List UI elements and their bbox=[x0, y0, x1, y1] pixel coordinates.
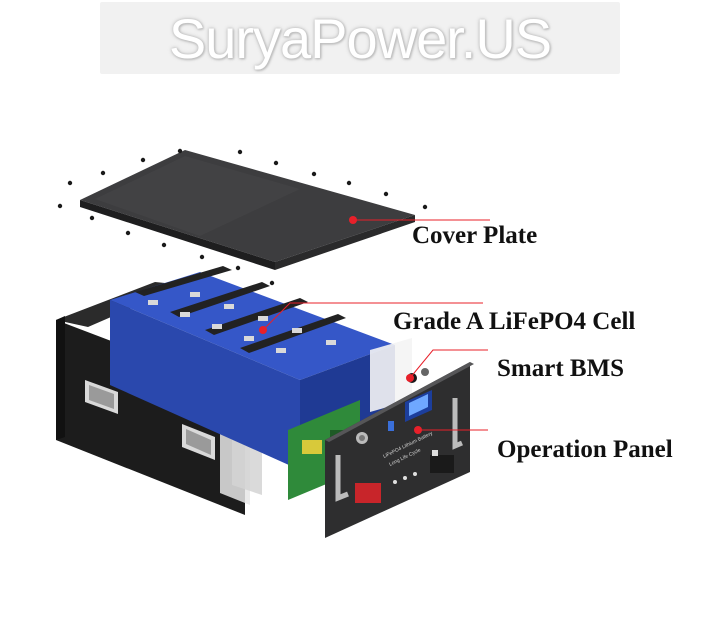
callout-dot-cell bbox=[259, 326, 267, 334]
cell-front bbox=[110, 300, 300, 470]
callout-cell: Grade A LiFePO4 Cell bbox=[393, 308, 636, 335]
panel-terminal-negative bbox=[430, 455, 454, 473]
terminal bbox=[326, 340, 336, 345]
screw bbox=[199, 254, 205, 260]
cell-divider bbox=[240, 314, 346, 353]
watermark-text: SuryaPower.US bbox=[168, 7, 552, 70]
cell-stack bbox=[110, 266, 412, 505]
callout-dot-cover-plate bbox=[349, 216, 357, 224]
cover-screws bbox=[57, 148, 428, 286]
panel-terminal-pin bbox=[432, 450, 438, 456]
panel-power-button-center bbox=[359, 435, 365, 441]
case-front-face bbox=[56, 320, 245, 515]
terminal bbox=[292, 328, 302, 333]
cell-divider bbox=[170, 282, 270, 317]
screw bbox=[311, 171, 317, 177]
panel-top-edge bbox=[325, 362, 474, 442]
panel-handle-left bbox=[335, 455, 349, 502]
terminal bbox=[180, 312, 190, 317]
screw bbox=[125, 230, 131, 236]
panel-display-screen bbox=[409, 394, 428, 416]
busbar-strip bbox=[370, 338, 412, 412]
handle-left-inner bbox=[89, 385, 114, 409]
cover-plate bbox=[80, 150, 415, 270]
screw bbox=[100, 170, 106, 176]
terminal bbox=[258, 316, 268, 321]
terminal bbox=[212, 324, 222, 329]
cover-plate-sheen bbox=[95, 156, 300, 236]
screw bbox=[89, 215, 95, 221]
callout-line-bms bbox=[409, 349, 488, 379]
watermark-banner: SuryaPower.US bbox=[100, 2, 620, 74]
terminal bbox=[224, 304, 234, 309]
cell-divider bbox=[135, 266, 232, 296]
callout-line-cell bbox=[262, 302, 483, 331]
screw bbox=[422, 204, 428, 210]
terminal bbox=[276, 348, 286, 353]
screw bbox=[269, 280, 275, 286]
cover-plate-front-edge bbox=[80, 200, 275, 270]
callout-cover-plate: Cover Plate bbox=[412, 222, 538, 249]
case-left-edge bbox=[56, 316, 65, 440]
screw bbox=[273, 160, 279, 166]
panel-indicator bbox=[393, 480, 397, 484]
screw bbox=[383, 191, 389, 197]
screw bbox=[235, 265, 241, 271]
cell-top bbox=[110, 272, 395, 380]
panel-port bbox=[388, 421, 394, 431]
panel-indicator bbox=[413, 472, 417, 476]
screw bbox=[57, 203, 63, 209]
bms-component bbox=[302, 440, 322, 454]
screw bbox=[140, 157, 146, 163]
screw bbox=[346, 180, 352, 186]
bms-connector bbox=[421, 368, 429, 376]
handle-right-inner bbox=[186, 429, 211, 455]
cell-divider bbox=[205, 298, 308, 335]
callout-dot-operation-panel bbox=[414, 426, 422, 434]
callout-dot-bms bbox=[406, 374, 414, 382]
terminal bbox=[244, 336, 254, 341]
cover-plate-side-edge bbox=[275, 215, 415, 270]
terminal bbox=[148, 300, 158, 305]
callout-smart-bms: Smart BMS bbox=[497, 355, 625, 382]
screw bbox=[237, 149, 243, 155]
callout-lines bbox=[259, 216, 490, 434]
operation-panel: LiFePO4 Lithium Battery Long Life Cycle bbox=[325, 362, 474, 538]
screw bbox=[161, 242, 167, 248]
panel-indicator bbox=[403, 476, 407, 480]
panel-terminal-positive bbox=[355, 483, 381, 503]
screw bbox=[177, 148, 183, 154]
screw bbox=[67, 180, 73, 186]
terminal bbox=[190, 292, 200, 297]
callout-operation-panel: Operation Panel bbox=[497, 436, 673, 463]
cell-terminals bbox=[148, 292, 336, 353]
panel-handle-right bbox=[452, 398, 463, 450]
